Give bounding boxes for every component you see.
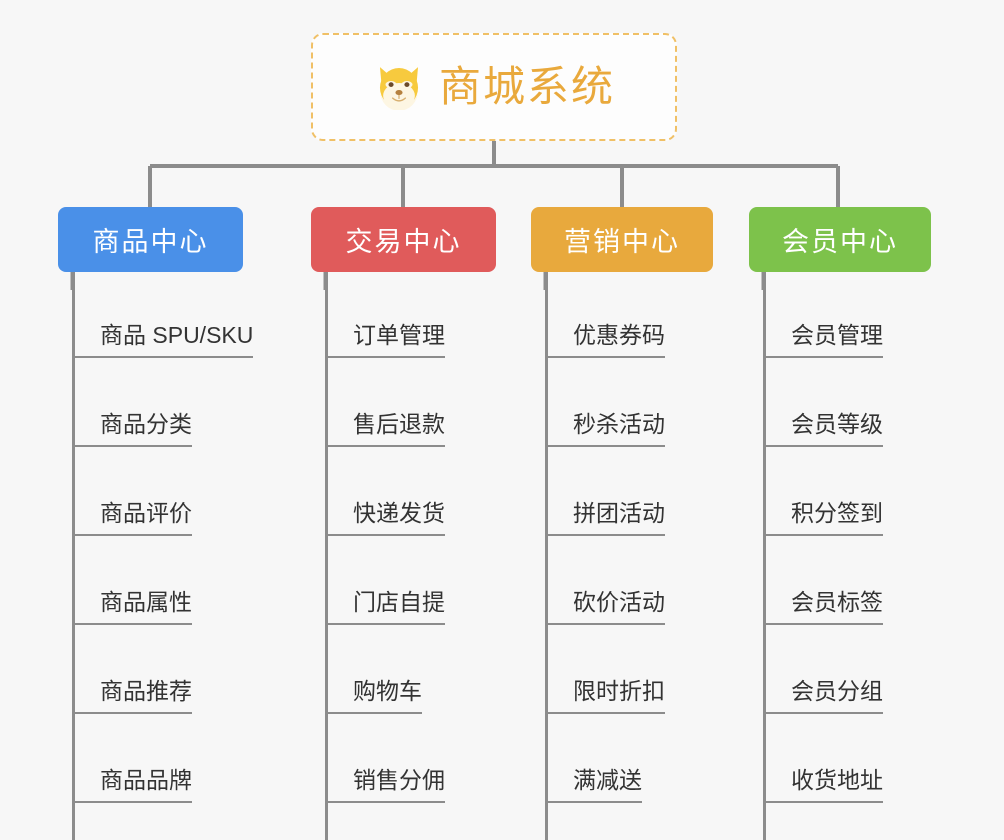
leaf-item[interactable]: 秒杀活动	[545, 407, 665, 447]
category-header-会员中心[interactable]: 会员中心	[749, 207, 931, 272]
category-column-0: 商品中心 商品 SPU/SKU 商品分类 商品评价 商品属性 商品推荐 商品品牌	[58, 207, 313, 840]
leaf-item[interactable]: 商品 SPU/SKU	[72, 318, 254, 358]
leaf-spine-1	[325, 272, 328, 840]
leaf-spine-3	[763, 272, 766, 840]
category-header-商品中心[interactable]: 商品中心	[58, 207, 243, 272]
leaf-item[interactable]: 购物车	[325, 674, 422, 714]
leaf-item[interactable]: 商品品牌	[72, 763, 192, 803]
leaf-item[interactable]: 限时折扣	[545, 674, 665, 714]
category-column-3: 会员中心 会员管理 会员等级 积分签到 会员标签 会员分组 收货地址	[749, 207, 971, 840]
root-node[interactable]: 商城系统	[311, 33, 677, 141]
category-column-2: 营销中心 优惠券码 秒杀活动 拼团活动 砍价活动 限时折扣 满减送	[531, 207, 753, 840]
category-header-营销中心[interactable]: 营销中心	[531, 207, 713, 272]
leaf-item[interactable]: 售后退款	[325, 407, 445, 447]
category-header-交易中心[interactable]: 交易中心	[311, 207, 496, 272]
leaf-item[interactable]: 商品评价	[72, 496, 192, 536]
leaf-item[interactable]: 积分签到	[763, 496, 883, 536]
leaf-item[interactable]: 会员管理	[763, 318, 883, 358]
leaf-item[interactable]: 砍价活动	[545, 585, 665, 625]
leaf-item[interactable]: 订单管理	[325, 318, 445, 358]
leaf-item[interactable]: 优惠券码	[545, 318, 665, 358]
leaf-item[interactable]: 会员等级	[763, 407, 883, 447]
leaf-item[interactable]: 会员分组	[763, 674, 883, 714]
leaf-item[interactable]: 收货地址	[763, 763, 883, 803]
leaf-item[interactable]: 拼团活动	[545, 496, 665, 536]
leaf-item[interactable]: 快递发货	[325, 496, 445, 536]
leaf-item[interactable]: 门店自提	[325, 585, 445, 625]
leaf-item[interactable]: 商品分类	[72, 407, 192, 447]
leaf-spine-0	[72, 272, 75, 840]
leaf-item[interactable]: 满减送	[545, 763, 642, 803]
leaf-spine-2	[545, 272, 548, 840]
leaf-item[interactable]: 商品属性	[72, 585, 192, 625]
leaf-item[interactable]: 销售分佣	[325, 763, 445, 803]
leaf-item[interactable]: 会员标签	[763, 585, 883, 625]
category-column-1: 交易中心 订单管理 售后退款 快递发货 门店自提 购物车 销售分佣	[311, 207, 533, 840]
leaf-item[interactable]: 商品推荐	[72, 674, 192, 714]
shiba-dog-emoji	[379, 67, 419, 110]
root-title: 商城系统	[438, 63, 615, 110]
